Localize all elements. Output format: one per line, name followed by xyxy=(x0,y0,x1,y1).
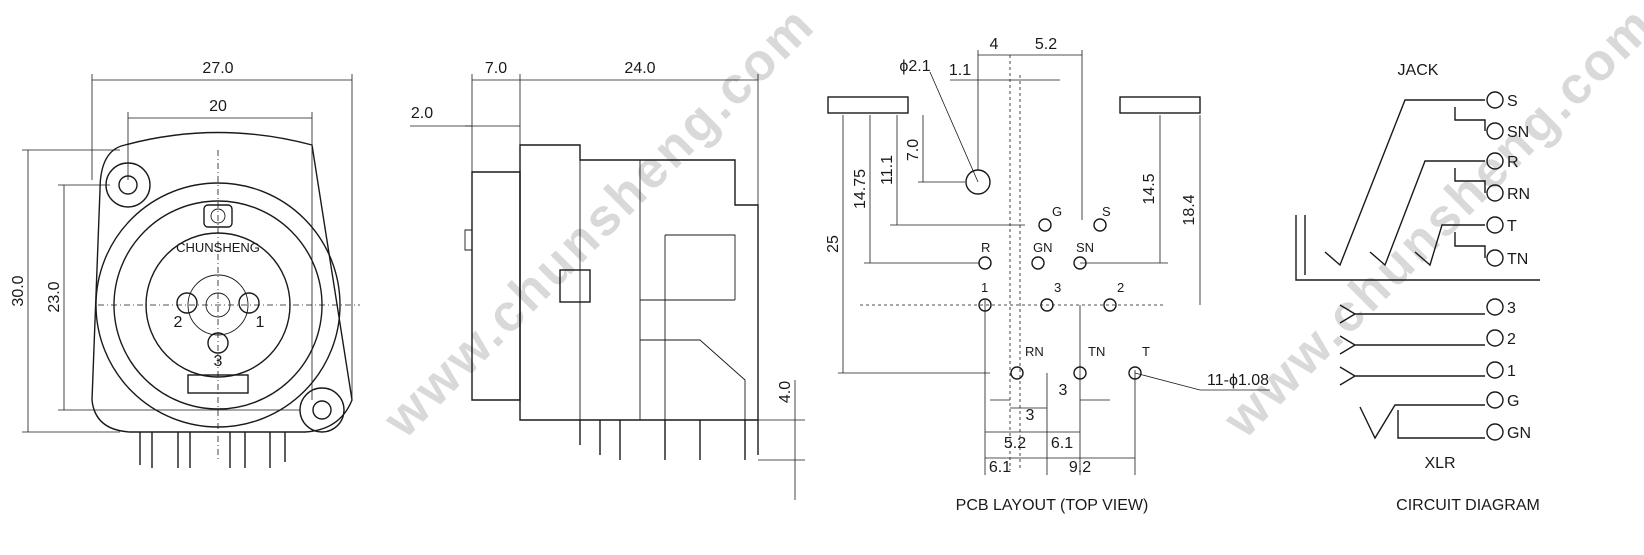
dim-front-width: 27.0 xyxy=(202,60,233,77)
pcb-pad-label-r: R xyxy=(981,240,990,255)
dim-pcb-left-11-1: 11.1 xyxy=(879,155,896,185)
dim-pcb-bottom-3b: 3 xyxy=(1026,407,1035,424)
dim-side-pin: 4.0 xyxy=(777,381,794,403)
terminal-circle-1 xyxy=(1486,361,1504,379)
pcb-pad-r xyxy=(978,256,992,270)
dim-pcb-left-14-75: 14.75 xyxy=(852,169,869,209)
circuit-xlr-label: XLR xyxy=(1424,455,1455,472)
dim-pcb-top-4: 4 xyxy=(990,36,999,53)
pcb-pad-label-s: S xyxy=(1102,204,1111,219)
circuit-terminals: S SN R RN T TN 3 2 1G GN xyxy=(1486,91,1531,442)
terminal-label-3: 3 xyxy=(1507,300,1516,317)
dim-pcb-bottom-5-2: 5.2 xyxy=(1004,435,1026,452)
dim-front-hole-vertical: 23.0 xyxy=(46,281,63,312)
pcb-pad-label-t: T xyxy=(1142,344,1150,359)
pcb-pad-rn xyxy=(1010,366,1024,380)
brand-text: CHUNSHENG xyxy=(176,240,260,255)
pin-label-3: 3 xyxy=(214,353,223,370)
terminal-label-gn: GN xyxy=(1507,425,1531,442)
pcb-pad-label-tn: TN xyxy=(1088,344,1105,359)
terminal-label-t: T xyxy=(1507,218,1517,235)
pcb-pad-label-rn: RN xyxy=(1025,344,1044,359)
dim-pcb-top-1-1: 1.1 xyxy=(949,62,971,79)
terminal-circle-tn xyxy=(1486,249,1504,267)
terminal-label-s: S xyxy=(1507,93,1518,110)
terminal-circle-sn xyxy=(1486,122,1504,140)
dim-side-flange: 2.0 xyxy=(411,105,433,122)
dim-side-body: 24.0 xyxy=(624,60,655,77)
terminal-circle-2 xyxy=(1486,329,1504,347)
pcb-pad-3 xyxy=(1040,298,1054,312)
pcb-pad-label-g: G xyxy=(1052,204,1062,219)
pcb-pad-2 xyxy=(1103,298,1117,312)
dim-front-height: 30.0 xyxy=(10,275,27,306)
terminal-circle-g xyxy=(1486,391,1504,409)
terminal-label-2: 2 xyxy=(1507,331,1516,348)
dim-pcb-left-7-0: 7.0 xyxy=(905,139,922,161)
terminal-circle-3 xyxy=(1486,298,1504,316)
terminal-circle-rn xyxy=(1486,184,1504,202)
pin-label-1: 1 xyxy=(256,314,265,331)
circuit-diagram: JACK XLR S SN R RN T TN 3 2 1G GN CIRCUIT DIAGRAM xyxy=(1295,62,1540,514)
circuit-title: CIRCUIT DIAGRAM xyxy=(1396,497,1540,514)
dim-pcb-bottom-3a: 3 xyxy=(1059,382,1068,399)
dim-pcb-top-5-2: 5.2 xyxy=(1035,36,1057,53)
pcb-pad-s xyxy=(1093,218,1107,232)
pcb-layout-title: PCB LAYOUT (TOP VIEW) xyxy=(956,497,1149,514)
dim-pcb-left-25: 25 xyxy=(825,235,842,253)
pcb-pad-label-gn: GN xyxy=(1033,240,1053,255)
terminal-label-r: R xyxy=(1507,154,1519,171)
pcb-pad-g xyxy=(1038,218,1052,232)
terminal-label-sn: SN xyxy=(1507,124,1529,141)
pcb-pad-label-2: 2 xyxy=(1117,280,1124,295)
dim-pcb-bottom-6-1a: 6.1 xyxy=(1051,435,1073,452)
dim-pcb-right-14-5: 14.5 xyxy=(1141,173,1158,204)
terminal-label-1: 1 xyxy=(1507,363,1516,380)
terminal-label-g: G xyxy=(1507,393,1519,410)
dim-pcb-bottom-6-1b: 6.1 xyxy=(989,459,1011,476)
terminal-circle-t xyxy=(1486,216,1504,234)
pcb-pad-label-1: 1 xyxy=(981,280,988,295)
terminal-circle-gn xyxy=(1486,423,1504,441)
pcb-pad-label-3: 3 xyxy=(1054,280,1061,295)
side-view: 7.0 24.0 2.0 4.0 xyxy=(410,60,805,500)
pcb-pad-gn xyxy=(1031,256,1045,270)
pcb-hole-spec: 11-ϕ1.08 xyxy=(1207,372,1269,389)
dim-pcb-right-18-4: 18.4 xyxy=(1181,194,1198,225)
pin-label-2: 2 xyxy=(174,314,183,331)
pcb-pads: G S R GN SN 1 3 2RN TN T xyxy=(978,204,1150,380)
pcb-mount-hole-label: ϕ2.1 xyxy=(899,58,930,75)
front-view: CHUNSHENG 2 1 3 27.0 20 30.0 23.0 xyxy=(10,60,360,468)
dim-front-hole-spacing: 20 xyxy=(209,98,227,115)
terminal-label-tn: TN xyxy=(1507,251,1528,268)
pcb-pad-label-sn: SN xyxy=(1076,240,1094,255)
circuit-jack-label: JACK xyxy=(1398,62,1439,79)
terminal-label-rn: RN xyxy=(1507,186,1530,203)
terminal-circle-r xyxy=(1486,152,1504,170)
dim-side-front: 7.0 xyxy=(485,60,507,77)
terminal-circle-s xyxy=(1486,91,1504,109)
